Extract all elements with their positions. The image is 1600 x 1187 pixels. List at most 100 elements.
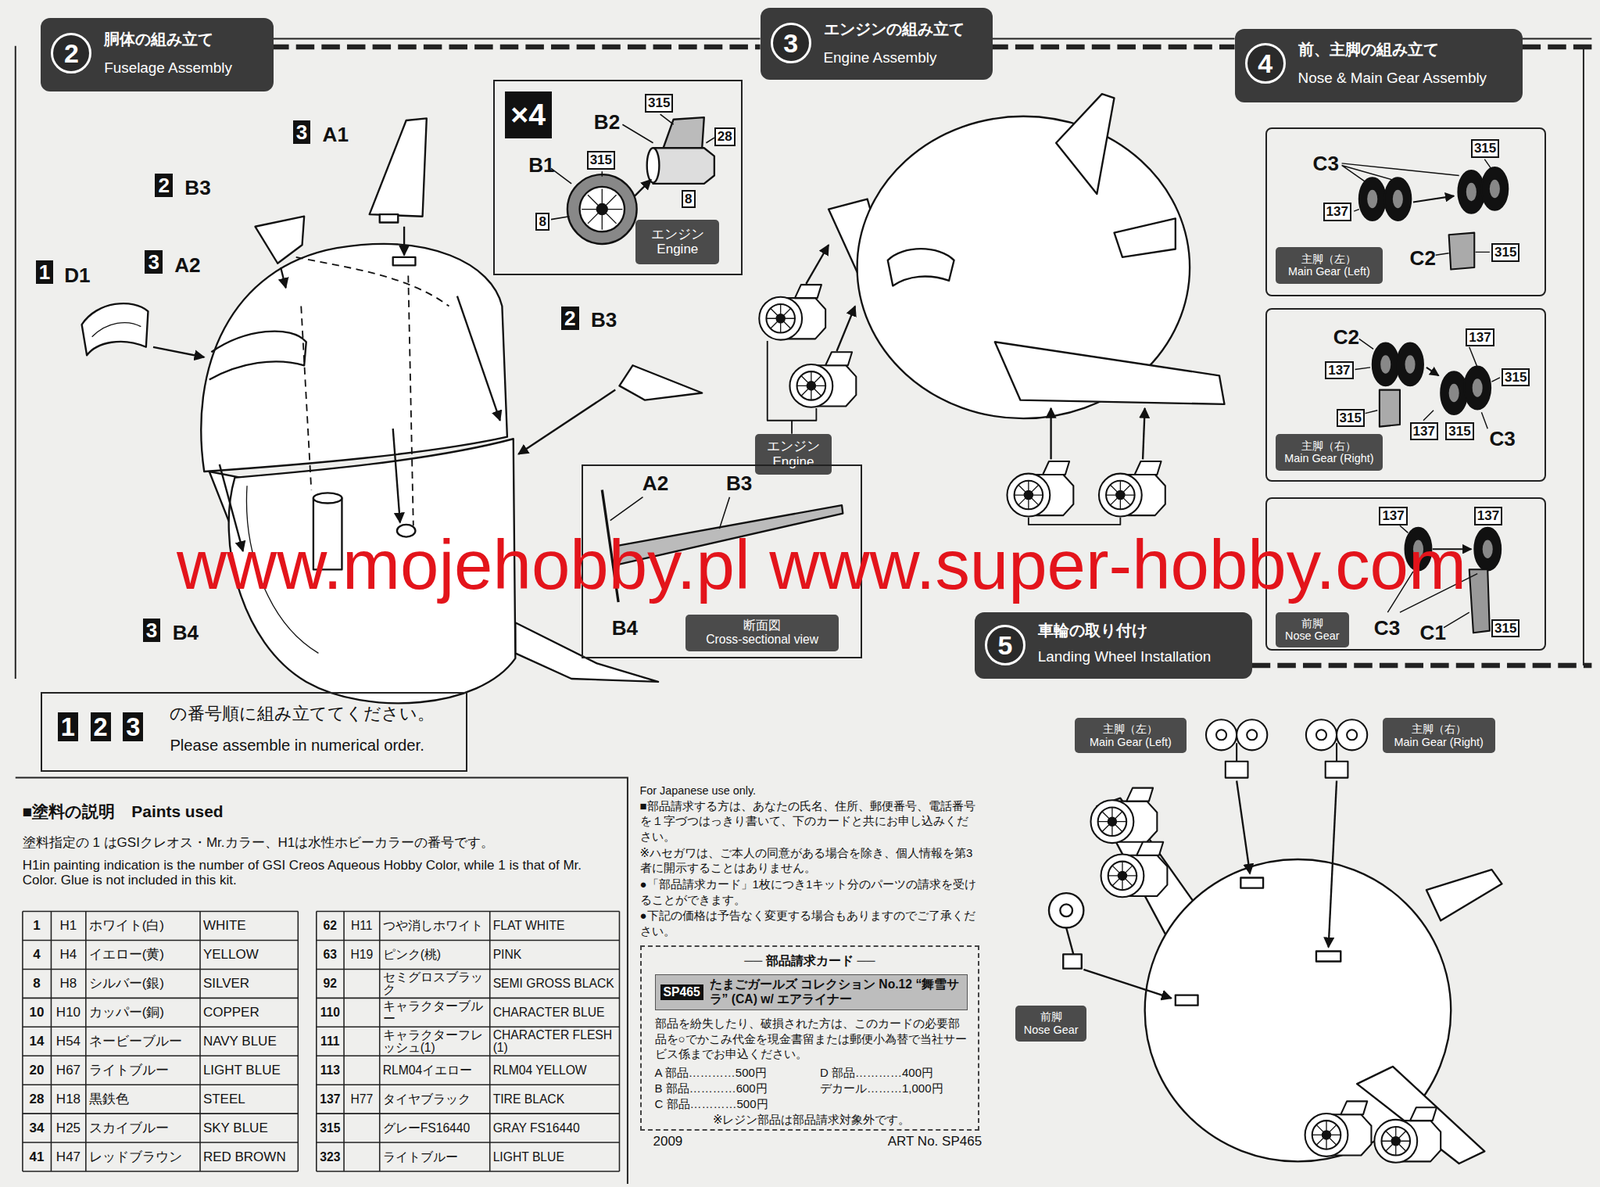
engine-drawing <box>836 306 855 351</box>
paint-table-grid <box>316 1026 620 1028</box>
table-cell: H18 <box>50 1084 86 1114</box>
tag-text: 主脚（右） <box>1411 722 1467 736</box>
table-cell: 137 <box>316 1084 344 1114</box>
table-cell: H11 <box>343 911 380 941</box>
engine-drawing <box>551 114 715 219</box>
step-header: 5車輪の取り付けLanding Wheel Installation <box>974 612 1253 679</box>
engine-drawing <box>767 340 1121 525</box>
table-cell: 315 <box>316 1113 344 1142</box>
color-callout: 8 <box>535 212 549 232</box>
card-note: ※レジン部品は部品請求対象外です。 <box>712 1112 911 1126</box>
gear-drawing <box>1413 196 1454 203</box>
table-cell: 1 <box>22 911 52 941</box>
kit-code: SP465 <box>660 984 704 1000</box>
fuselage-drawing <box>200 243 508 472</box>
engine-drawing <box>995 341 1225 405</box>
table-cell: RLM04イエロー <box>379 1055 491 1085</box>
price-line: C 部品…………500円 <box>655 1096 769 1110</box>
quantity-mark: ×4 <box>504 91 552 139</box>
paint-table-grid <box>316 1141 620 1143</box>
engine-drawing <box>1006 461 1074 516</box>
color-callout: 137 <box>1323 202 1352 222</box>
table-cell: H54 <box>50 1027 86 1056</box>
color-callout: 315 <box>1336 408 1365 428</box>
table-cell: キャラクターブルー <box>379 998 491 1028</box>
color-callout: 315 <box>587 150 616 170</box>
paint-table-grid <box>22 997 298 999</box>
gear-drawing <box>1481 167 1508 211</box>
gear-drawing <box>1440 371 1468 415</box>
landing-gear-install-drawing <box>1083 969 1171 999</box>
gear-drawing <box>1355 338 1500 429</box>
fuselage-drawing <box>619 365 702 400</box>
table-cell: TIRE BLACK <box>490 1084 620 1114</box>
paint-table-grid <box>50 911 53 1171</box>
part-name: B4 <box>172 620 199 645</box>
step-marker: 2 <box>90 712 111 741</box>
table-cell: 14 <box>22 1027 52 1056</box>
paint-table-grid <box>343 911 345 1171</box>
part-name: B3 <box>184 175 211 200</box>
table-cell: CHARACTER FLESH (1) <box>490 1027 620 1056</box>
fuselage-drawing <box>610 497 731 529</box>
table-cell: カッパー(銅) <box>85 998 201 1028</box>
part-tag: 前脚Nose Gear <box>1275 612 1350 647</box>
step-title-en: Fuselage Assembly <box>103 59 233 77</box>
tag-text: エンジン <box>766 438 820 455</box>
paint-table-grid <box>22 1141 298 1143</box>
table-cell: H4 <box>50 940 86 970</box>
paint-table-grid <box>22 1112 298 1114</box>
landing-gear-install-drawing <box>1206 719 1268 777</box>
table-cell: H47 <box>50 1141 86 1171</box>
note-text: ●下記の価格は予告なく変更する場合もありますのでご了承ください。 <box>640 907 981 938</box>
engine-drawing <box>1049 408 1052 459</box>
table-cell: タイヤブラック <box>379 1084 491 1114</box>
landing-gear-install-drawing <box>1374 1106 1441 1162</box>
step-marker: 3 <box>144 250 163 274</box>
table-cell: グレーFS16440 <box>379 1113 491 1142</box>
paint-table-grid <box>316 1083 620 1085</box>
table-cell: スカイブルー <box>85 1113 201 1142</box>
engine-drawing <box>1055 93 1114 194</box>
paint-table-grid <box>22 1054 298 1056</box>
color-callout: 315 <box>1491 619 1520 638</box>
gear-panel: C2137137315315137315C3主脚（右）Main Gear (Ri… <box>1265 307 1547 482</box>
gear-panel: C3315137C2315主脚（左）Main Gear (Left) <box>1265 127 1547 296</box>
part-tag: エンジンEngine <box>635 219 720 265</box>
paint-table-grid <box>22 910 298 913</box>
color-callout: 315 <box>1445 422 1474 441</box>
part-name: C2 <box>1410 246 1436 270</box>
part-tag: 主脚（左）Main Gear (Left) <box>1275 246 1383 284</box>
fuselage-drawing <box>393 257 416 265</box>
paint-table-grid <box>297 911 300 1171</box>
table-cell: STEEL <box>200 1084 298 1114</box>
engine-drawing <box>887 248 955 286</box>
engine-drawing <box>567 174 638 244</box>
step-marker: 1 <box>57 712 79 741</box>
table-cell: 92 <box>316 969 344 999</box>
part-name: D1 <box>64 263 90 287</box>
tag-text: 主脚（左） <box>1301 252 1357 266</box>
table-cell: WHITE <box>200 911 298 941</box>
tag-text: 前脚 <box>1040 1009 1063 1024</box>
landing-gear-install-drawing <box>1305 1100 1372 1156</box>
note-text: ※ハセガワは、ご本人の同意がある場合を除き、個人情報を第3者に開示することはあり… <box>640 844 981 876</box>
paint-table-grid <box>489 911 491 1171</box>
engine-drawing <box>1114 218 1176 258</box>
tag-text: 主脚（右） <box>1301 439 1357 453</box>
step-marker: 3 <box>122 712 144 741</box>
gear-drawing <box>1463 366 1491 410</box>
paint-table-grid <box>22 1026 298 1028</box>
part-name: A2 <box>174 253 201 277</box>
table-cell: 323 <box>316 1141 344 1171</box>
part-tag: 前脚Nose Gear <box>1015 1005 1087 1042</box>
table-cell: 20 <box>22 1055 52 1085</box>
table-cell: レッドブラウン <box>85 1141 201 1171</box>
step-title-en: Engine Assembly <box>823 49 938 67</box>
note-text: ART No. SP465 <box>887 1133 982 1149</box>
fuselage-drawing <box>82 303 149 355</box>
table-cell: H19 <box>343 940 380 970</box>
tag-text: Cross-sectional view <box>705 632 819 647</box>
note-text: Please assemble in numerical order. <box>169 736 424 755</box>
step-number: 5 <box>984 624 1026 666</box>
